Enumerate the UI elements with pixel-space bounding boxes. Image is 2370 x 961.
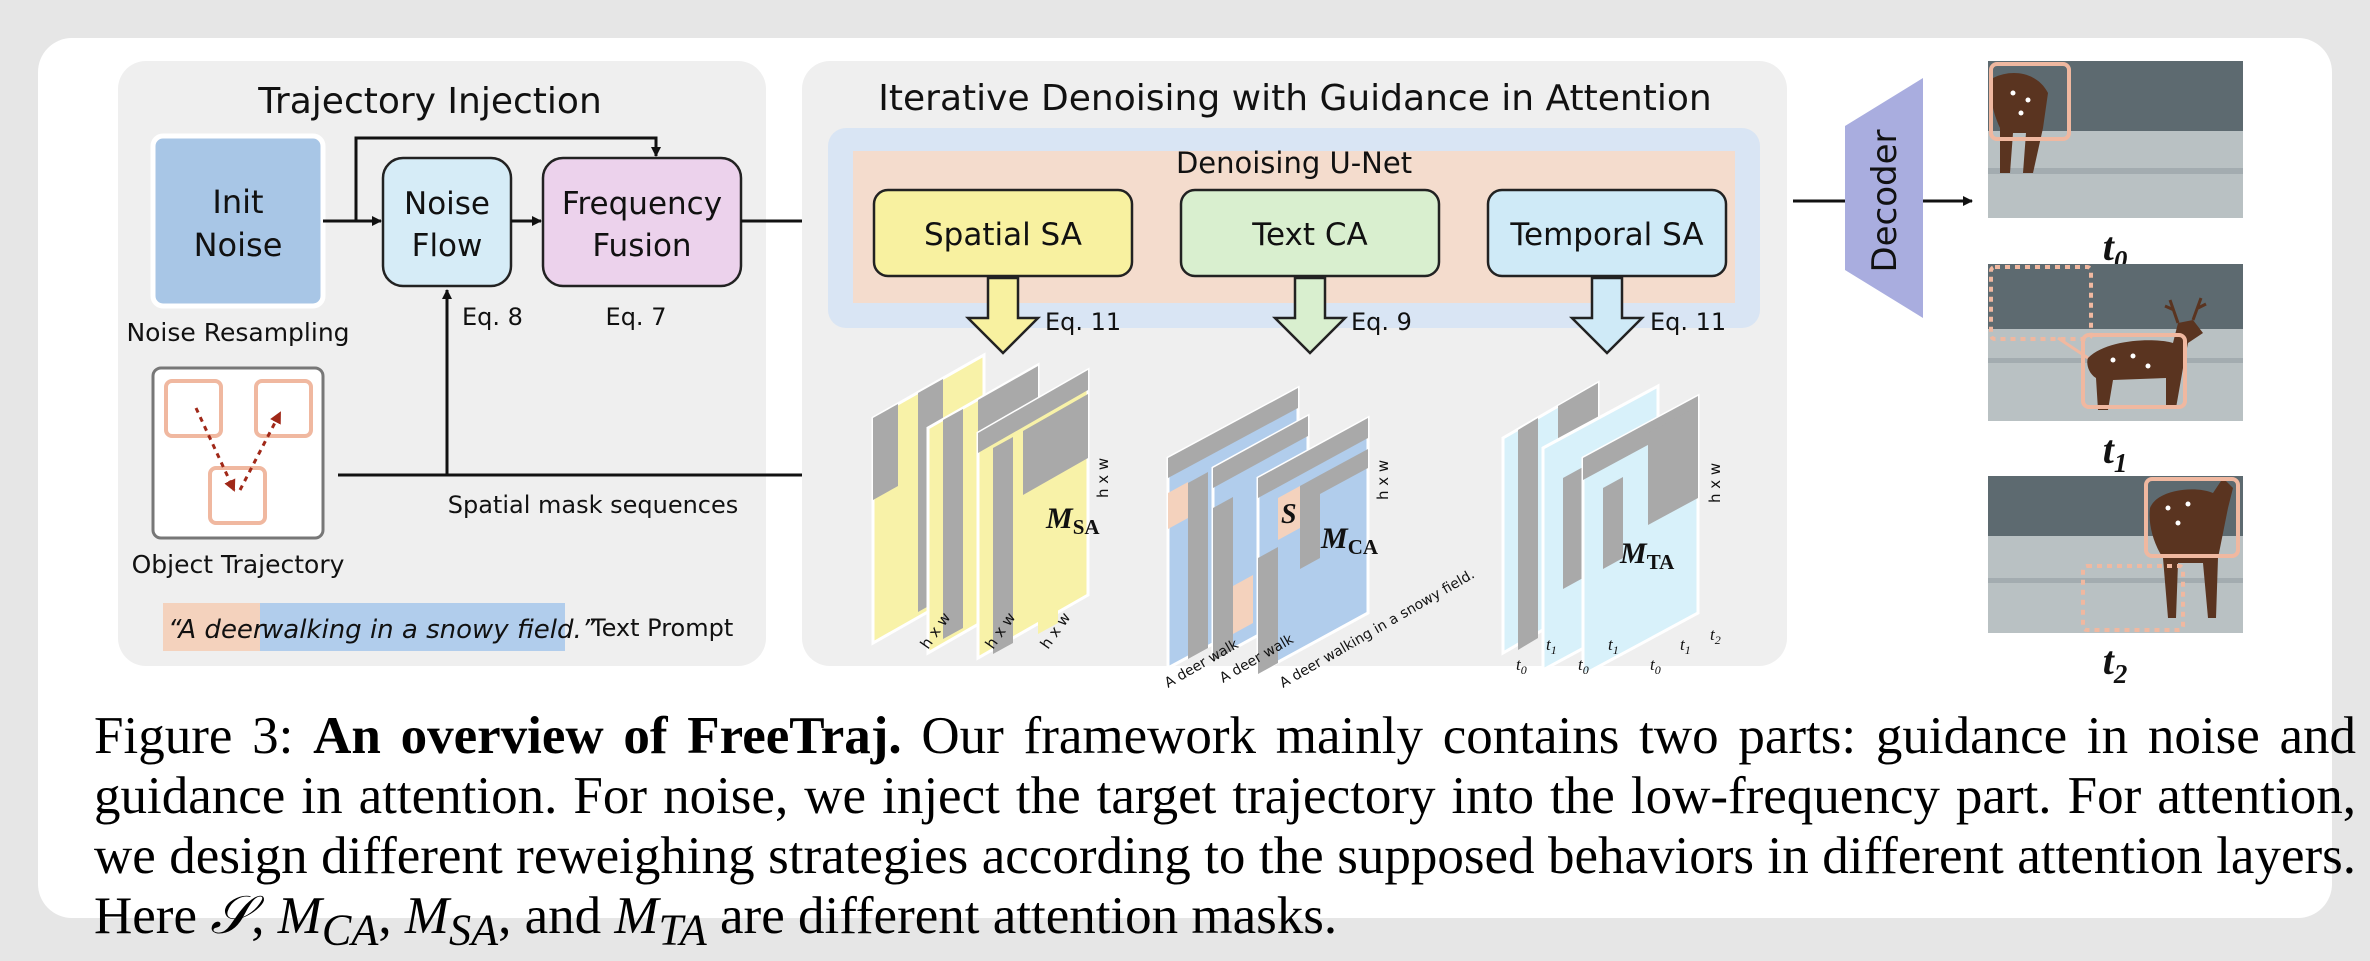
- mask-sa-label: MSA: [1045, 502, 1100, 539]
- frame-t2-label: t2: [2103, 638, 2128, 689]
- prompt-part1: “A deer: [168, 615, 266, 645]
- spatial-sa-box: Spatial SA: [872, 188, 1134, 278]
- frame-t2: t2: [1988, 476, 2243, 689]
- frame-t0: t0: [1988, 61, 2243, 275]
- caption-text2: are different attention masks.: [706, 887, 1338, 945]
- mask-ca-hxw-label: h x w: [1374, 460, 1392, 500]
- decoder-label: Decoder: [1865, 129, 1905, 272]
- svg-text:t0: t0: [1650, 655, 1661, 677]
- caption-sym-msa: MSA: [404, 887, 499, 955]
- frequency-fusion-box: Frequency Fusion: [541, 156, 743, 288]
- eq11-temporal-label: Eq. 11: [1650, 308, 1726, 336]
- mask-ta-stack: MTA h x w t0 t1 t0 t1 t0 t1 t2: [1501, 380, 1724, 678]
- svg-text:t1: t1: [1680, 635, 1691, 657]
- frame-t1-label: t1: [2103, 427, 2128, 478]
- text-ca-label: Text CA: [1251, 217, 1367, 253]
- caption-text1: Our framework mainly contains two parts:…: [94, 707, 2356, 945]
- svg-text:t0: t0: [1578, 655, 1589, 677]
- svg-text:t1: t1: [1546, 635, 1557, 657]
- eq9-text-label: Eq. 9: [1351, 308, 1412, 336]
- object-trajectory-box: [151, 366, 325, 540]
- temporal-down-arrow: [1568, 276, 1646, 355]
- init-noise-line2: Noise: [194, 226, 283, 264]
- spatial-mask-sequences-label: Spatial mask sequences: [448, 491, 739, 519]
- caption-sym-mta: MTA: [614, 887, 707, 955]
- init-noise-line1: Init: [212, 183, 263, 221]
- mask-ta-label: MTA: [1619, 537, 1675, 574]
- caption-sep2: ,: [378, 887, 405, 945]
- svg-text:t2: t2: [1710, 625, 1721, 647]
- text-ca-box: Text CA: [1179, 188, 1441, 278]
- caption-sep1: ,: [251, 887, 278, 945]
- output-frames: t0 t1: [1988, 61, 2243, 689]
- figure-caption: Figure 3: An overview of FreeTraj. Our f…: [94, 706, 2356, 961]
- svg-text:t1: t1: [1608, 635, 1619, 657]
- prompt-part2: walking in a snowy field.”: [262, 615, 596, 645]
- temporal-sa-box: Temporal SA: [1486, 188, 1728, 278]
- caption-figure-label: Figure 3:: [94, 707, 314, 765]
- trajectory-injection-title: Trajectory Injection: [257, 81, 602, 122]
- freetraj-overview-diagram: Trajectory Injection Init Noise Noise Re…: [118, 61, 2243, 691]
- object-trajectory-label: Object Trajectory: [132, 550, 345, 579]
- noise-flow-box: Noise Flow: [381, 156, 513, 288]
- frequency-fusion-line2: Fusion: [592, 228, 691, 264]
- temporal-sa-label: Temporal SA: [1509, 217, 1703, 253]
- eq8-label: Eq. 8: [462, 303, 523, 331]
- mask-sa-stack: MSA h x w h x w h x w h x w: [871, 352, 1112, 661]
- eq7-label: Eq. 7: [606, 303, 667, 331]
- svg-text:t0: t0: [1516, 655, 1527, 677]
- caption-sep3: , and: [498, 887, 615, 945]
- caption-sym-mca: MCA: [277, 887, 379, 955]
- figure-card: Trajectory Injection Init Noise Noise Re…: [38, 38, 2356, 955]
- mask-ta-hxw-label: h x w: [1706, 463, 1724, 503]
- caption-bold-title: An overview of FreeTraj.: [313, 707, 902, 765]
- mask-sa-hxw-label: h x w: [1094, 458, 1112, 498]
- noise-flow-line1: Noise: [404, 186, 490, 222]
- text-down-arrow: [1271, 276, 1349, 355]
- mask-ta-time-labels: t0 t1 t0 t1 t0 t1 t2: [1516, 625, 1721, 677]
- noise-resampling-label: Noise Resampling: [126, 318, 349, 347]
- init-noise-box: Init Noise: [150, 133, 326, 309]
- trajectory-injection-panel: Trajectory Injection Init Noise Noise Re…: [118, 61, 859, 666]
- text-prompt: “A deer walking in a snowy field.” Text …: [163, 603, 733, 651]
- caption-sym-s: 𝒮: [210, 887, 252, 945]
- noise-flow-line2: Flow: [412, 228, 483, 264]
- spatial-down-arrow: [964, 276, 1042, 355]
- frame-t1: t1: [1988, 264, 2243, 478]
- iterative-denoising-title: Iterative Denoising with Guidance in Att…: [878, 78, 1711, 119]
- mask-ca-label: MCA: [1320, 522, 1379, 559]
- decoder: Decoder: [1793, 78, 1973, 318]
- iterative-denoising-panel: Iterative Denoising with Guidance in Att…: [802, 61, 1787, 691]
- unet-label: Denoising U-Net: [1176, 146, 1412, 180]
- text-prompt-label: Text Prompt: [590, 614, 733, 642]
- spatial-sa-label: Spatial SA: [924, 217, 1082, 253]
- eq11-spatial-label: Eq. 11: [1045, 308, 1121, 336]
- frequency-fusion-line1: Frequency: [562, 186, 722, 222]
- mask-s-label: S: [1281, 499, 1297, 530]
